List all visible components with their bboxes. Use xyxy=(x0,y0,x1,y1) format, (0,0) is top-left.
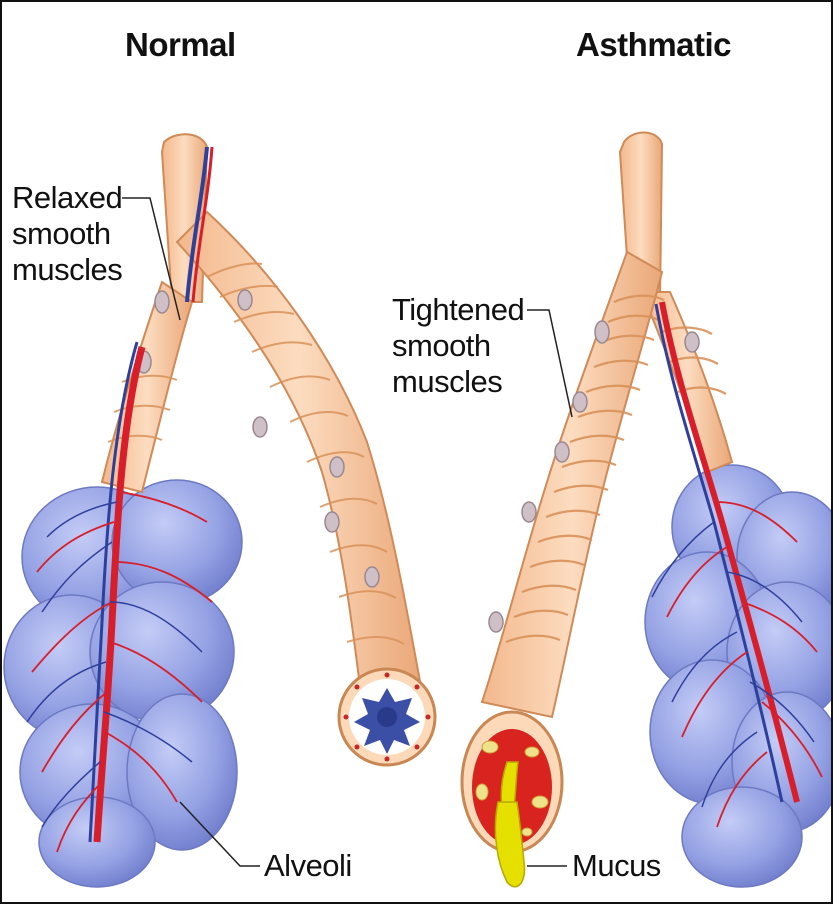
tightened-label-line-3: muscles xyxy=(392,364,524,400)
asthmatic-alveoli-cluster xyxy=(645,465,831,887)
mucus-label: Mucus xyxy=(572,848,661,884)
normal-panel-title: Normal xyxy=(125,27,236,63)
tightened-leader-line xyxy=(527,310,572,417)
alveoli-label: Alveoli xyxy=(264,848,352,884)
normal-airway-cross-section xyxy=(339,669,435,765)
asthmatic-panel-title: Asthmatic xyxy=(576,27,731,63)
asthmatic-airway-cross-section xyxy=(462,712,562,887)
tightened-smooth-muscles-label: Tightened smooth muscles xyxy=(392,292,524,400)
relaxed-label-line-1: Relaxed xyxy=(12,180,122,216)
relaxed-label-line-2: smooth xyxy=(12,216,122,252)
tightened-label-line-1: Tightened xyxy=(392,292,524,328)
relaxed-smooth-muscles-label: Relaxed smooth muscles xyxy=(12,180,122,288)
normal-alveoli-cluster xyxy=(4,480,242,887)
tightened-label-line-2: smooth xyxy=(392,328,524,364)
relaxed-label-line-3: muscles xyxy=(12,252,122,288)
